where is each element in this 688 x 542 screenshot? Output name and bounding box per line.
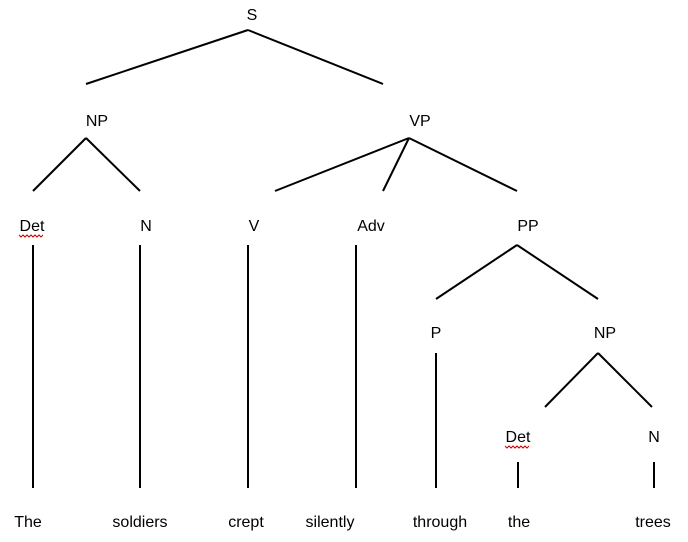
node-s: S	[247, 7, 258, 24]
node-det-object: Det	[506, 429, 531, 446]
word-the-object: the	[508, 514, 530, 531]
node-np-object: NP	[594, 325, 616, 342]
node-pp: PP	[517, 218, 538, 235]
node-v: V	[249, 218, 260, 235]
tree-branches	[32, 29, 655, 488]
word-crept: crept	[228, 514, 264, 531]
node-adv: Adv	[357, 218, 385, 235]
tree-words: The soldiers crept silently through the …	[14, 514, 671, 531]
branch-s-vp	[247, 29, 384, 85]
word-through: through	[413, 514, 467, 531]
node-vp: VP	[409, 113, 430, 130]
node-n-subject: N	[140, 218, 152, 235]
spellcheck-squiggle-det-object	[504, 445, 530, 449]
node-p: P	[431, 325, 442, 342]
spellcheck-underlines	[18, 234, 530, 449]
word-the: The	[14, 514, 42, 531]
branch-np-det	[32, 137, 87, 192]
spellcheck-squiggle-det-subject	[18, 234, 44, 238]
node-np-subject: NP	[86, 113, 108, 130]
branch-np-det-object	[544, 352, 599, 408]
branch-s-np	[85, 29, 249, 85]
node-det-subject: Det	[20, 218, 45, 235]
word-silently: silently	[306, 514, 355, 531]
branch-np-n	[85, 137, 141, 192]
branch-np-n-object	[597, 352, 653, 408]
branch-pp-np	[516, 244, 599, 300]
node-n-object: N	[648, 429, 660, 446]
word-trees: trees	[635, 514, 671, 531]
branch-vp-v	[274, 137, 410, 192]
word-soldiers: soldiers	[112, 514, 167, 531]
branch-vp-adv	[382, 137, 410, 192]
tree-nodes: S NP VP Det N V Adv PP P NP Det N	[20, 7, 660, 446]
branch-pp-p	[435, 244, 518, 300]
branch-vp-pp	[408, 137, 518, 192]
